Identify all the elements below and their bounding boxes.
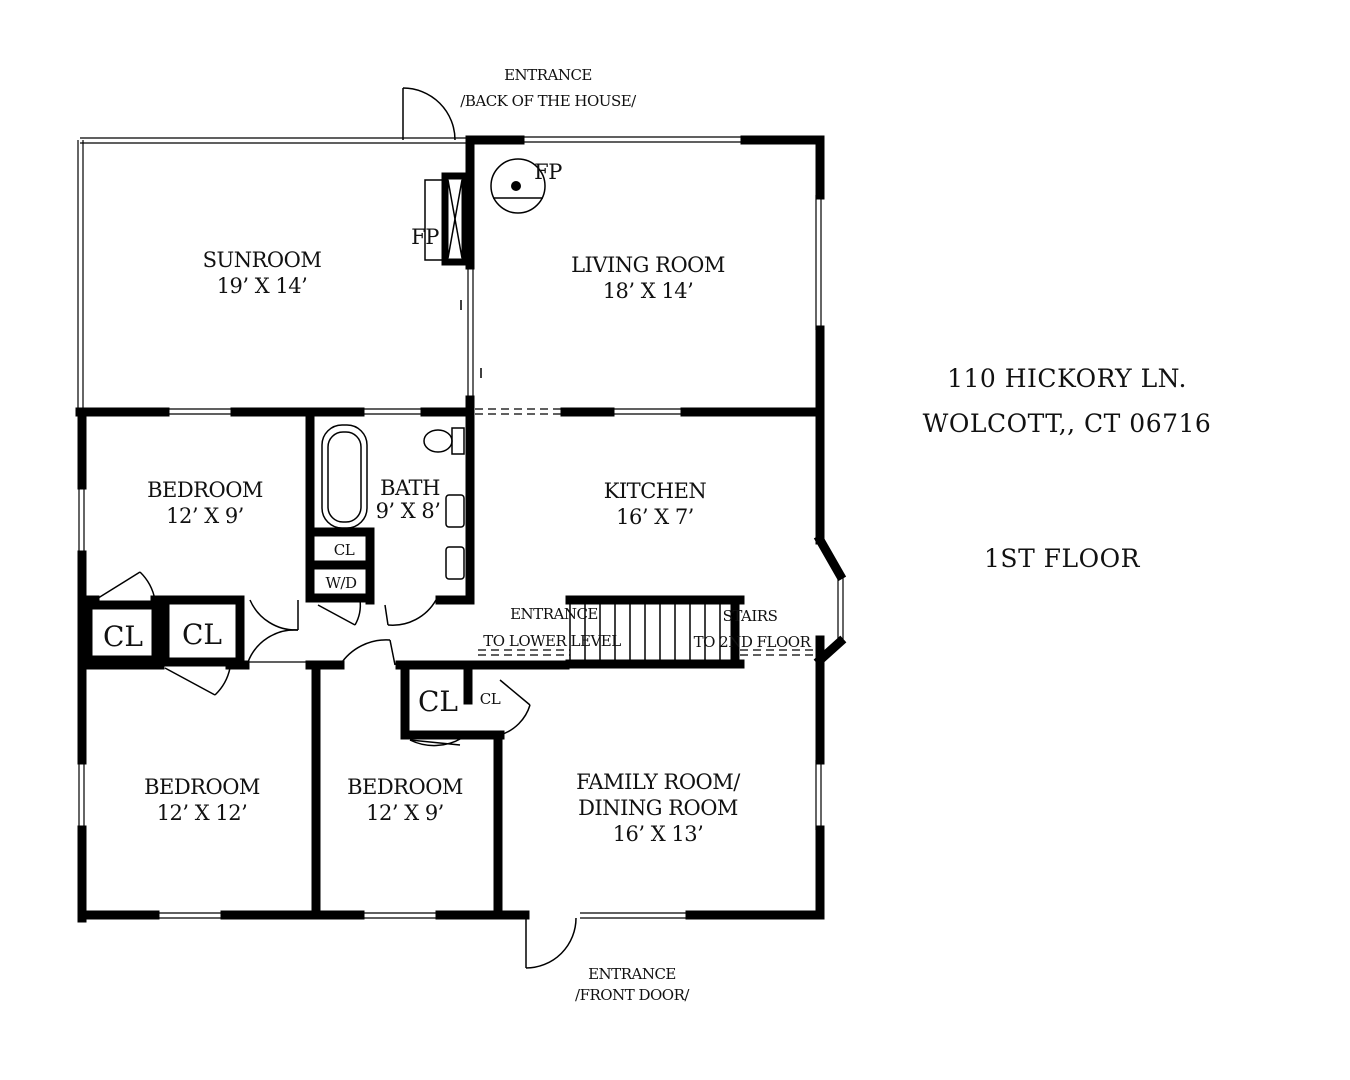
bedroom-nw-name: BEDROOM xyxy=(147,478,263,502)
bathtub-icon xyxy=(321,424,368,529)
toilet-icon xyxy=(423,427,465,455)
small-closet-label: CL xyxy=(480,690,501,708)
hall-closet-2-label: CL xyxy=(182,618,222,651)
sunroom-fp-label: FP xyxy=(411,225,439,249)
stairs-label: STAIRS xyxy=(723,607,778,625)
fixtures xyxy=(321,158,546,580)
sunroom-name: SUNROOM xyxy=(203,248,322,272)
lower-entrance-sublabel: TO LOWER LEVEL xyxy=(483,632,621,650)
address-line-1: 110 HICKORY LN. xyxy=(947,364,1187,393)
family-room-size: 16’ X 13’ xyxy=(613,822,704,846)
floor-label: 1ST FLOOR xyxy=(984,544,1141,573)
bath-name: BATH xyxy=(380,476,440,500)
stairs-sublabel: TO 2ND FLOOR xyxy=(694,633,812,651)
front-entrance-sublabel: /FRONT DOOR/ xyxy=(575,986,690,1004)
kitchen-name: KITCHEN xyxy=(604,479,707,503)
washer-dryer-label: W/D xyxy=(326,574,357,592)
living-fp-label: FP xyxy=(534,160,562,184)
bedroom-closet-label: CL xyxy=(418,685,458,718)
lower-entrance-label: ENTRANCE xyxy=(510,605,598,623)
bath-size: 9’ X 8’ xyxy=(376,499,441,523)
bedroom-sw-name: BEDROOM xyxy=(144,775,260,799)
doors xyxy=(94,87,577,969)
bedroom-nw-size: 12’ X 9’ xyxy=(166,504,244,528)
back-entrance-label: ENTRANCE xyxy=(504,66,592,84)
front-entrance-label: ENTRANCE xyxy=(588,965,676,983)
kitchen-size: 16’ X 7’ xyxy=(616,505,694,529)
bath-closet-label: CL xyxy=(334,541,355,559)
sink-icon xyxy=(445,494,465,580)
openings xyxy=(475,408,818,656)
window-lines xyxy=(77,136,844,919)
back-entrance-sublabel: /BACK OF THE HOUSE/ xyxy=(460,92,637,110)
living-room-size: 18’ X 14’ xyxy=(603,279,694,303)
sunroom-size: 19’ X 14’ xyxy=(217,274,308,298)
stairs-treads xyxy=(569,604,721,660)
address-line-2: WOLCOTT,, CT 06716 xyxy=(923,409,1212,438)
living-room-name: LIVING ROOM xyxy=(571,253,725,277)
bedroom-s-name: BEDROOM xyxy=(347,775,463,799)
hall-closet-1-label: CL xyxy=(103,620,143,653)
stove-icon xyxy=(490,158,546,214)
bedroom-sw-size: 12’ X 12’ xyxy=(157,801,248,825)
family-room-name: FAMILY ROOM/ xyxy=(576,770,741,794)
dining-room-name: DINING ROOM xyxy=(578,796,738,820)
walls xyxy=(75,135,847,923)
bedroom-s-size: 12’ X 9’ xyxy=(366,801,444,825)
